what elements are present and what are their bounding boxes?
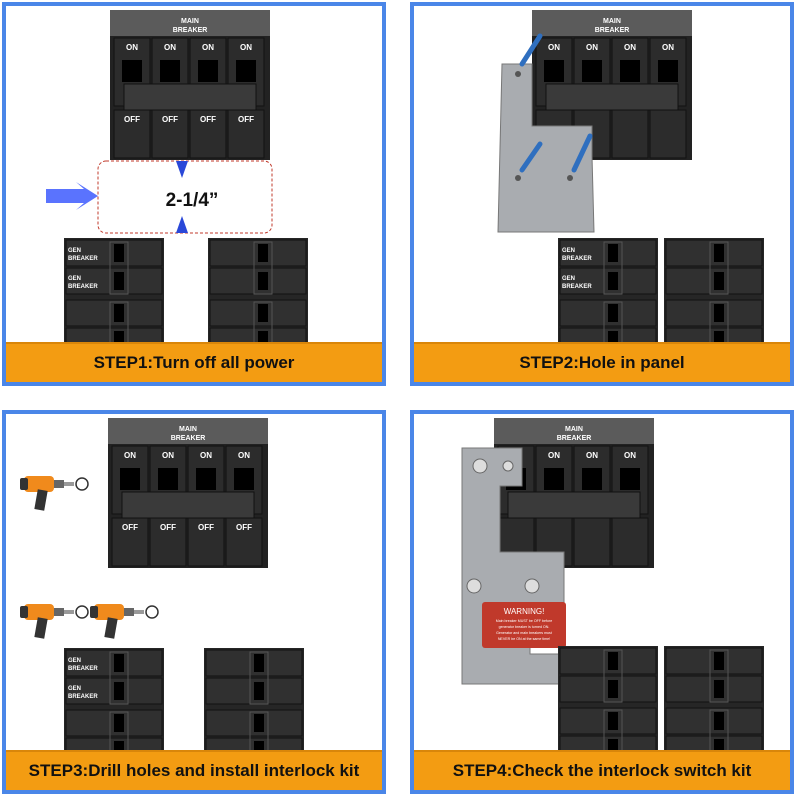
gen-breaker-label: GEN [68, 248, 81, 254]
main-breaker-title-2: BREAKER [557, 435, 592, 442]
drill-icon [19, 475, 89, 512]
main-breaker-title: MAIN [565, 426, 583, 433]
gen-breaker-label-2: BREAKER [68, 256, 98, 262]
warning-label [482, 602, 566, 648]
step1-panel: MAIN BREAKER ON ON ON ON OFF OFF OFF OFF… [2, 2, 386, 386]
sub-panel-right [207, 237, 309, 355]
pencil-icon [571, 133, 593, 173]
interlock-plate [497, 63, 595, 233]
main-breaker-title-2: BREAKER [171, 435, 206, 442]
gen-breaker-label-2: BREAKER [68, 694, 98, 700]
step3-illustration: MAIN BREAKER ON ON ON ON OFF OFF OFF OFF… [19, 417, 305, 765]
warning-title: WARNING! [504, 607, 545, 616]
on-label: ON [124, 451, 136, 460]
main-breaker-title: MAIN [181, 18, 199, 25]
main-breaker-title: MAIN [179, 426, 197, 433]
off-label: OFF [238, 115, 254, 124]
step2-caption: STEP2:Hole in panel [414, 342, 790, 382]
main-breaker-title-2: BREAKER [173, 27, 208, 34]
on-label: ON [624, 451, 636, 460]
arrow-down-icon [176, 161, 188, 178]
drill-icon [19, 603, 89, 640]
on-label: ON [240, 43, 252, 52]
warning-text: NEVER be ON at the same time! [498, 637, 550, 641]
warning-text: generator breaker is turned ON. [499, 625, 550, 629]
on-label: ON [548, 43, 560, 52]
step3-panel: MAIN BREAKER ON ON ON ON OFF OFF OFF OFF… [2, 410, 386, 794]
gen-breaker-label: GEN [68, 276, 81, 282]
gen-breaker-label: GEN [68, 686, 81, 692]
on-label: ON [548, 451, 560, 460]
off-label: OFF [122, 523, 138, 532]
on-label: ON [126, 43, 138, 52]
gap-measurement: 2-1/4” [166, 190, 219, 211]
on-label: ON [586, 43, 598, 52]
main-breaker-title: MAIN [603, 18, 621, 25]
pointer-arrow-icon [46, 182, 98, 210]
gen-breaker-label-2: BREAKER [562, 256, 592, 262]
bolt-icon [472, 458, 488, 474]
on-label: ON [202, 43, 214, 52]
bolt-icon [524, 578, 540, 594]
step4-panel: MAIN BREAKER ON ON ON WARNING! Main brea… [410, 410, 794, 794]
bolt-icon [502, 460, 514, 472]
hole-marker [567, 175, 573, 181]
bolt-icon [466, 578, 482, 594]
step4-illustration: MAIN BREAKER ON ON ON WARNING! Main brea… [461, 417, 765, 763]
gen-breaker-label: GEN [562, 248, 575, 254]
on-label: ON [200, 451, 212, 460]
off-label: OFF [236, 523, 252, 532]
gen-breaker-label-2: BREAKER [68, 666, 98, 672]
warning-text: Generator and main breakers must [496, 631, 552, 635]
off-label: OFF [124, 115, 140, 124]
off-label: OFF [162, 115, 178, 124]
warning-text: Main breaker MUST be OFF before [496, 619, 552, 623]
off-label: OFF [198, 523, 214, 532]
on-label: ON [162, 451, 174, 460]
pencil-icon [519, 141, 543, 173]
on-label: ON [238, 451, 250, 460]
gen-breaker-label-2: BREAKER [562, 284, 592, 290]
pencil-icon [519, 33, 543, 67]
off-label: OFF [200, 115, 216, 124]
step1-illustration: MAIN BREAKER ON ON ON ON OFF OFF OFF OFF… [46, 9, 309, 355]
sub-panel-right [663, 645, 765, 763]
step1-caption: STEP1:Turn off all power [6, 342, 382, 382]
on-label: ON [164, 43, 176, 52]
hole-marker [515, 71, 521, 77]
step2-illustration: MAIN BREAKER ON ON ON ON GEN BREAKER GEN… [497, 9, 765, 355]
gen-breaker-label: GEN [562, 276, 575, 282]
sub-panel-right [663, 237, 765, 355]
on-label: ON [624, 43, 636, 52]
hole-marker [515, 175, 521, 181]
on-label: ON [586, 451, 598, 460]
arrow-up-icon [176, 216, 188, 233]
step3-caption: STEP3:Drill holes and install interlock … [6, 750, 382, 790]
gen-breaker-label-2: BREAKER [68, 284, 98, 290]
drill-icon [89, 603, 159, 640]
step2-panel: MAIN BREAKER ON ON ON ON GEN BREAKER GEN… [410, 2, 794, 386]
gen-breaker-label: GEN [68, 658, 81, 664]
on-label: ON [662, 43, 674, 52]
sub-panel-right [203, 647, 305, 765]
sub-panel-left [557, 645, 659, 763]
off-label: OFF [160, 523, 176, 532]
step4-caption: STEP4:Check the interlock switch kit [414, 750, 790, 790]
main-breaker-title-2: BREAKER [595, 27, 630, 34]
